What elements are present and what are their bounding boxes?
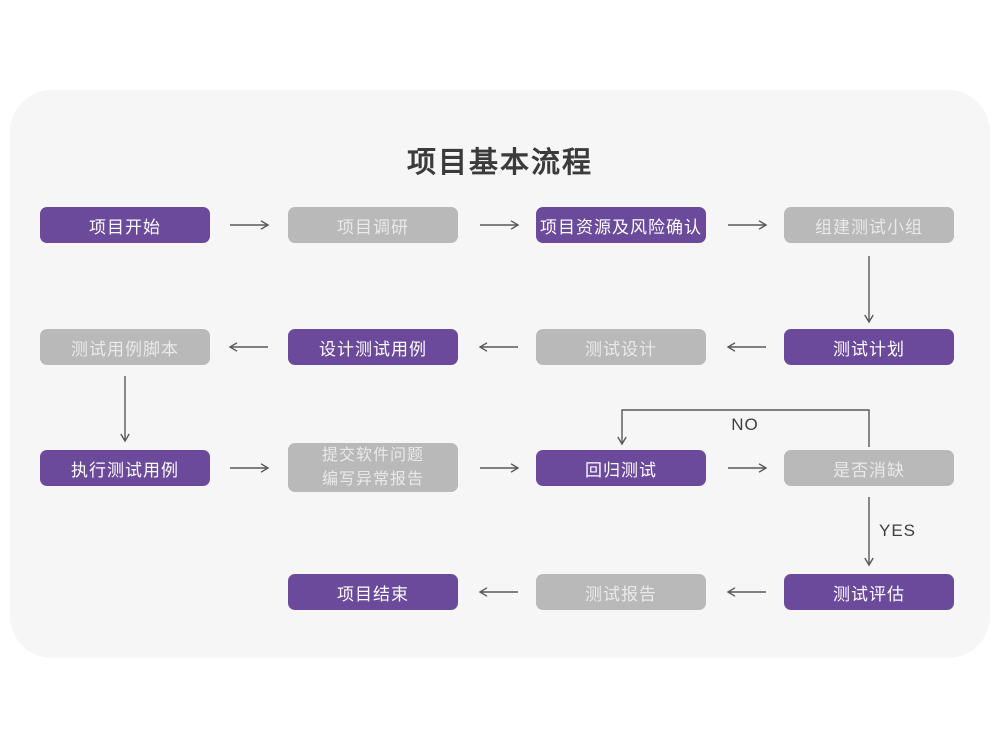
node-defect-cleared: 是否消缺	[784, 450, 954, 486]
node-test-evaluation: 测试评估	[784, 574, 954, 610]
node-submit-issue-report: 提交软件问题 编写异常报告	[288, 443, 458, 492]
node-test-plan: 测试计划	[784, 329, 954, 365]
node-design-test-cases: 设计测试用例	[288, 329, 458, 365]
flowchart-panel	[10, 90, 990, 658]
node-project-research: 项目调研	[288, 207, 458, 243]
node-regression-test: 回归测试	[536, 450, 706, 486]
node-resources-risk: 项目资源及风险确认	[536, 207, 706, 243]
node-project-start: 项目开始	[40, 207, 210, 243]
diagram-title: 项目基本流程	[406, 147, 593, 179]
node-test-case-scripts: 测试用例脚本	[40, 329, 210, 365]
edge-label-no: NO	[731, 415, 759, 434]
node-test-design: 测试设计	[536, 329, 706, 365]
node-build-test-team: 组建测试小组	[784, 207, 954, 243]
node-submit-issue-report-line1: 提交软件问题	[321, 447, 424, 465]
node-project-end: 项目结束	[288, 574, 458, 610]
node-execute-test-cases: 执行测试用例	[40, 450, 210, 486]
edge-label-yes: YES	[879, 521, 917, 540]
node-submit-issue-report-line2: 编写异常报告	[321, 470, 424, 488]
node-test-report: 测试报告	[536, 574, 706, 610]
